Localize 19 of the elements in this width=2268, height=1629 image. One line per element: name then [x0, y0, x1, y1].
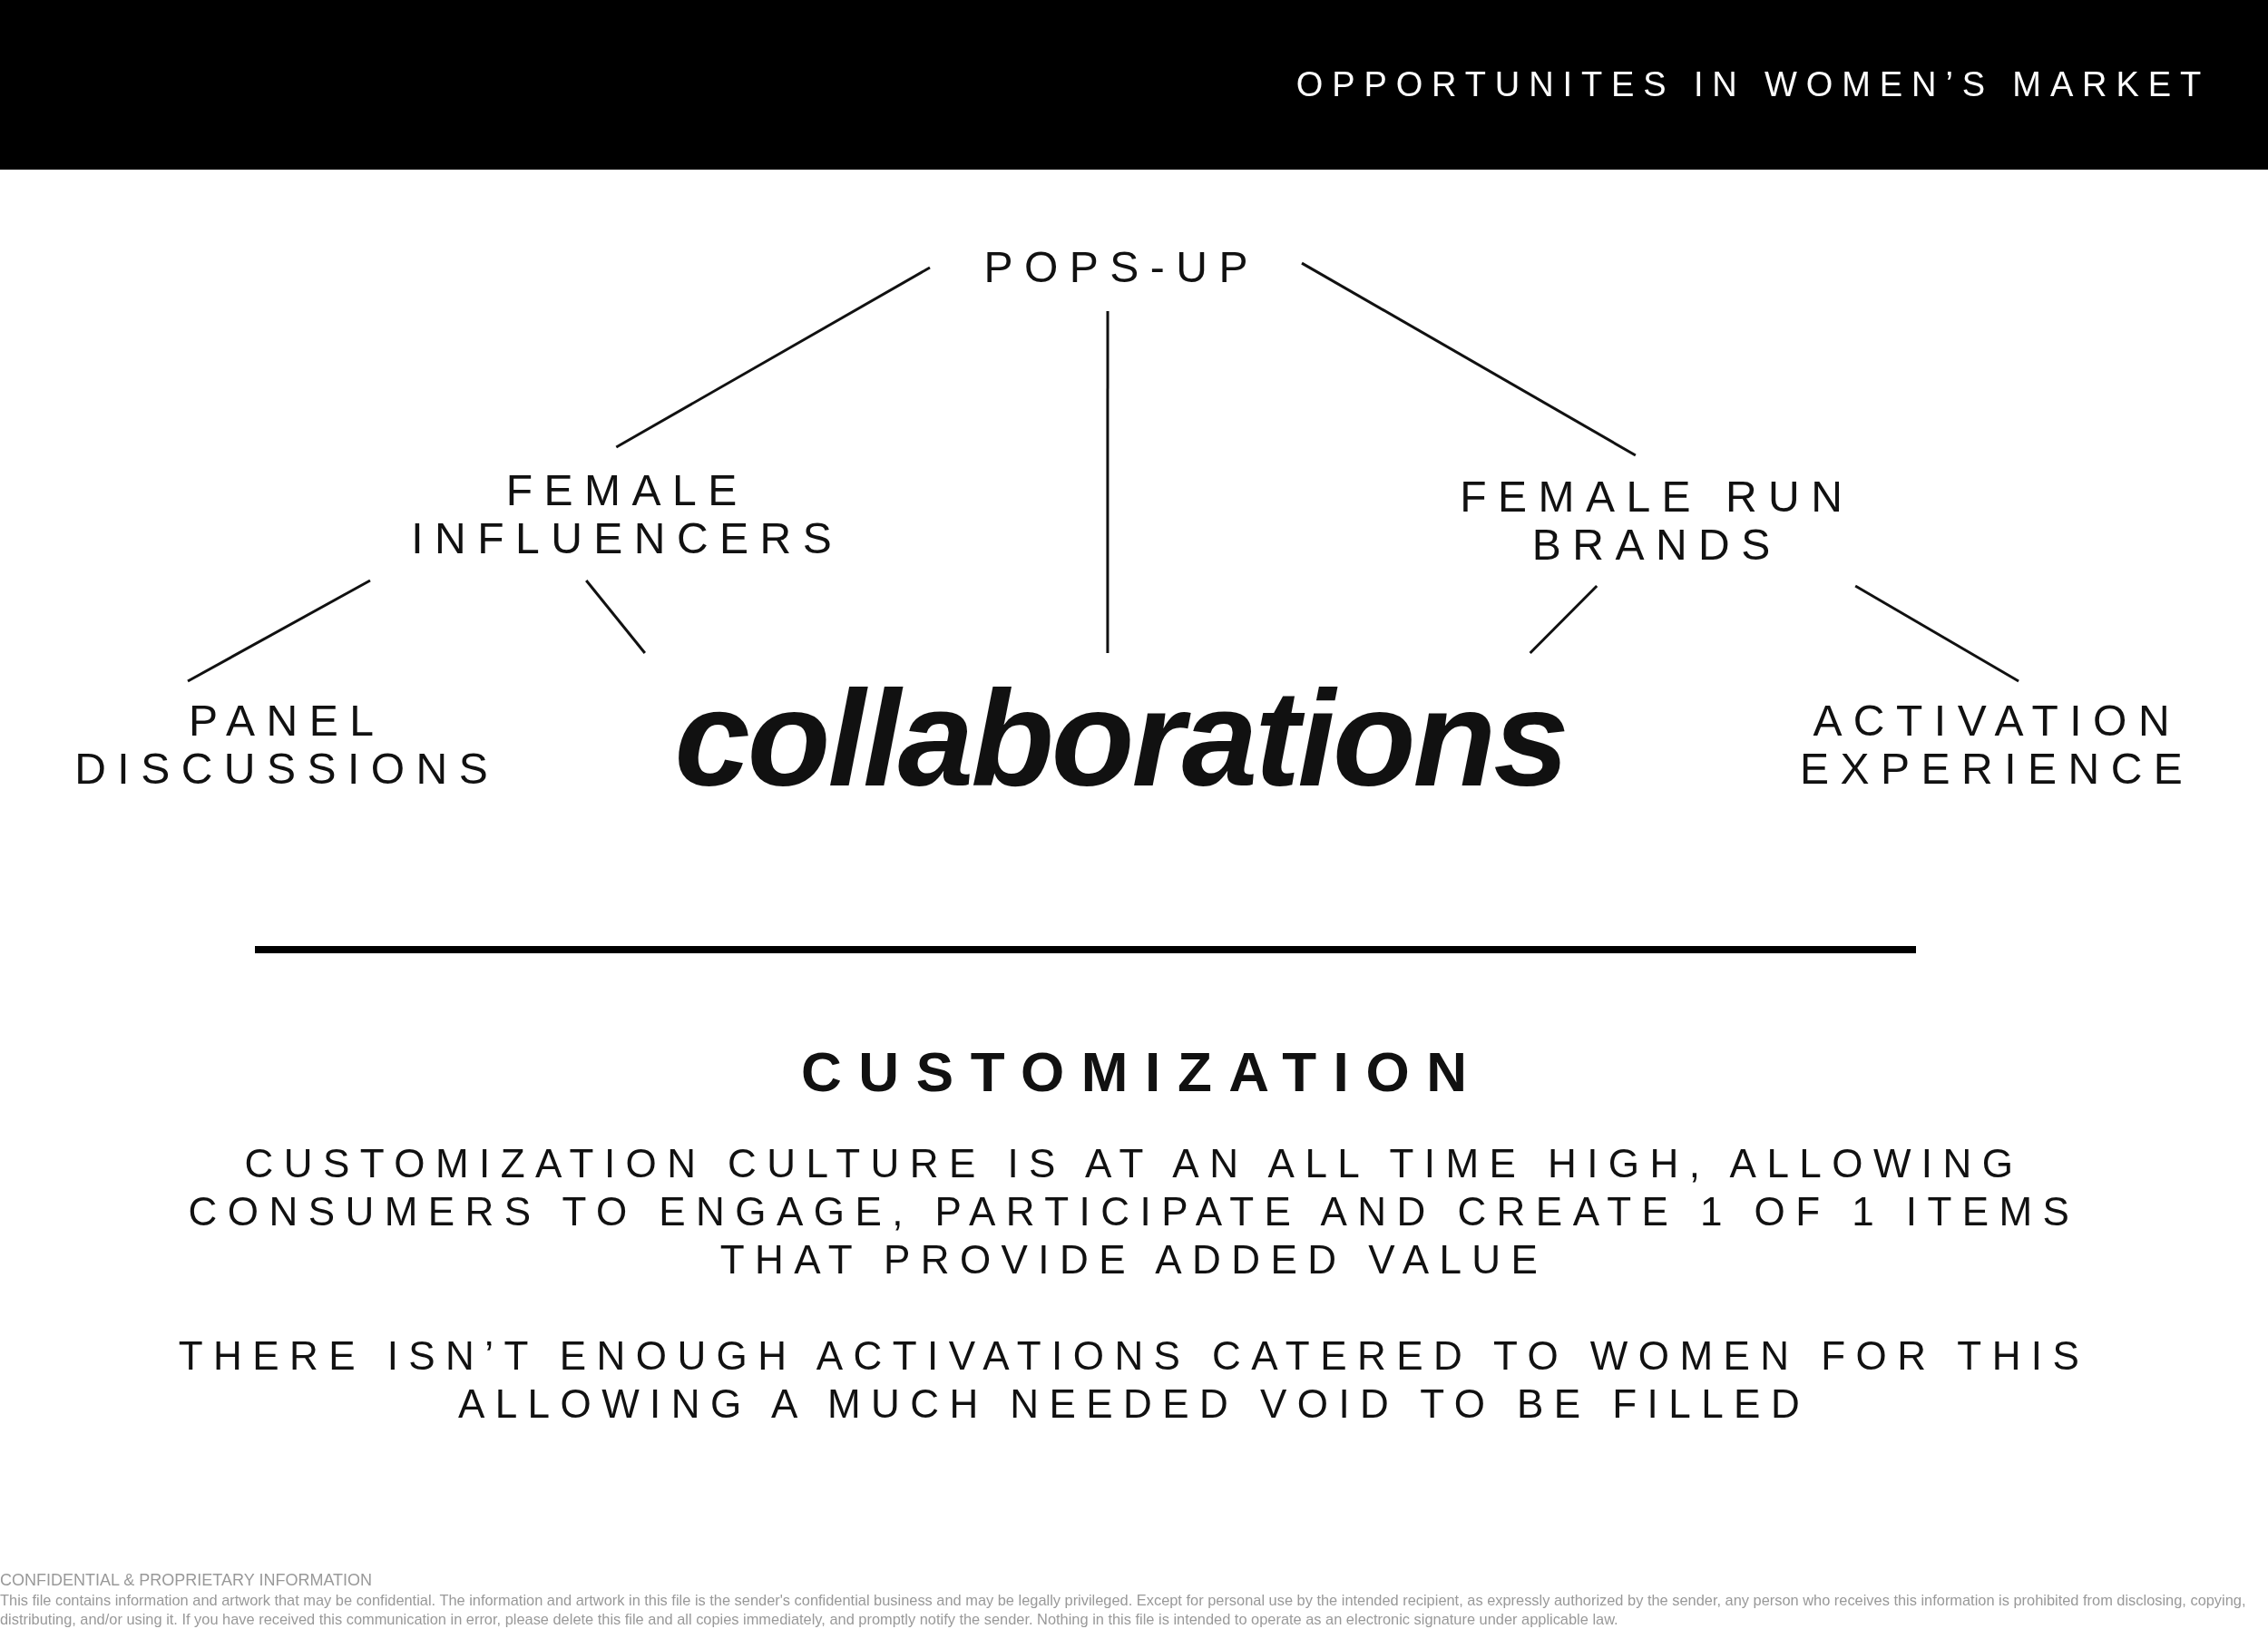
headline-word: collaborations: [674, 668, 1567, 811]
connector-line: [1529, 584, 1598, 655]
connector-line: [1854, 584, 2019, 683]
connector-line: [615, 266, 931, 449]
body-paragraph: CUSTOMIZATION CULTURE IS AT AN ALL TIME HIGH, ALLOWING CONSUMERS TO ENGAGE, PARTICIPATE AND CREATE 1 OF 1 ITEMS THAT PROVIDE ADDED VALUE: [187, 1140, 2081, 1283]
connector-line: [585, 580, 646, 654]
connector-line: [187, 579, 371, 683]
body-paragraph: THERE ISN’T ENOUGH ACTIVATIONS CATERED TO WOMEN FOR THIS ALLOWING A MUCH NEEDED VOID TO BE FILLED: [177, 1332, 2091, 1428]
topic-label: PANEL DISCUSSIONS: [73, 697, 501, 793]
page-title: OPPORTUNITES IN WOMEN’S MARKET: [1295, 65, 2210, 104]
disclaimer-text: This file contains information and artwork that may be confidential. The information and artwork in this file is the sender's confidential business and may be legally privileged. Except for personal use by the intended recipient, as expressly authorized by the sender, any person who receives this information is prohibited from disclosing, copying, distributing, and/or using it. If you have received this communication in error, please delete this file and all copies immediately, and promptly notify the sender. Nothing in this file is intended to operate as an electronic signature under applicable law.: [0, 1591, 2247, 1629]
disclaimer-heading: CONFIDENTIAL & PROPRIETARY INFORMATION: [0, 1571, 373, 1590]
topic-label: POPS-UP: [982, 242, 1259, 291]
topic-label: FEMALE RUN BRANDS: [1459, 473, 1855, 569]
section-heading: CUSTOMIZATION: [799, 1039, 1484, 1104]
topic-label: FEMALE INFLUENCERS: [410, 465, 845, 562]
connector-line: [1301, 261, 1637, 457]
connector-line: [1106, 311, 1110, 653]
topic-label: ACTIVATION EXPERIENCE: [1799, 697, 2195, 793]
